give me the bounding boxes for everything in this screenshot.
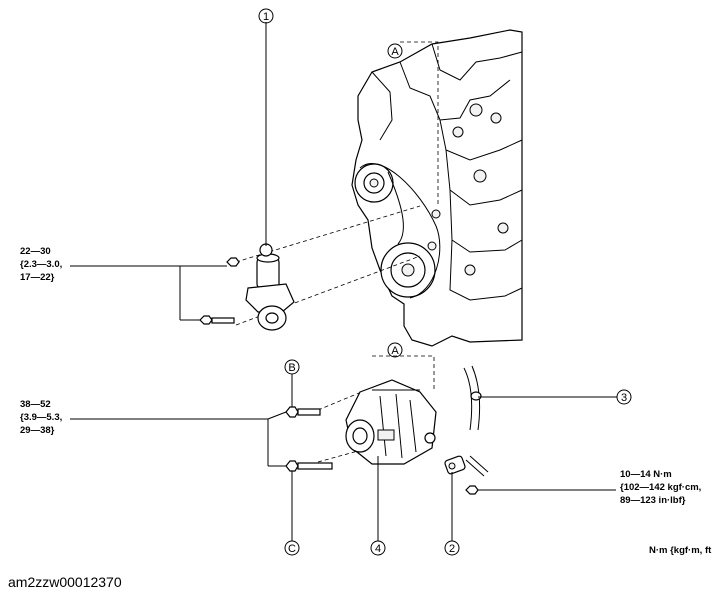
torque-generator-line1: 38—52 [20,399,51,410]
torque-nut-line2: {102—142 kgf·cm, [620,482,701,493]
torque-generator-line3: 29—38} [20,425,55,436]
callout-a-mid: A [391,345,399,357]
callout-1: 1 [263,11,269,23]
torque-tensioner-line3: 17—22} [20,272,55,283]
torque-tensioner-line2: {2.3—3.0, [20,259,62,270]
callout-c: C [288,543,296,555]
torque-generator-line2: {3.9—5.3, [20,412,62,423]
callout-3-circle [616,389,632,405]
callout-a-top-circle [387,43,403,59]
callout-2-circle [444,540,460,556]
callout-a-top: A [391,46,399,58]
callout-4: 4 [375,543,381,555]
drive-belt-auto-tensioner [245,243,295,331]
wiring-harness [463,365,489,477]
callout-c-circle [284,540,300,556]
torque-nut-line1: 10—14 N·m [620,469,672,480]
callout-1-circle [258,8,274,24]
generator [345,379,437,465]
callout-4-circle [370,540,386,556]
generator-bolt-lower [285,460,333,472]
figure-id: am2zzw00012370 [8,574,122,590]
tensioner-bolt [199,257,240,325]
callout-3: 3 [621,392,627,404]
engine-block [351,29,523,347]
torque-tensioner-line1: 22—30 [20,246,51,257]
generator-connector [444,455,466,475]
callout-a-mid-circle [387,342,403,358]
callout-2: 2 [449,543,455,555]
callout-b-circle [284,359,300,375]
generator-bolt-upper [285,406,321,418]
callout-b: B [288,362,295,374]
torque-nut-line3: 89—123 in·lbf} [620,495,686,506]
torque-units-note: N·m {kgf·m, ft [649,545,712,556]
terminal-nut [465,485,479,495]
